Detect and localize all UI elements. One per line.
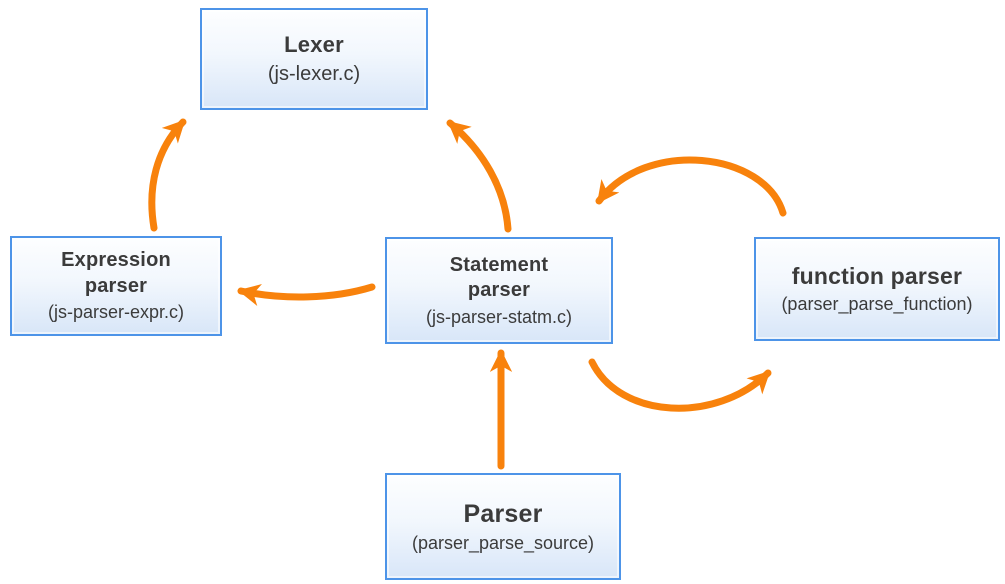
node-expression-parser-subtitle: (js-parser-expr.c) [47, 302, 185, 323]
node-function-parser-title: function parser [791, 263, 963, 290]
edge-function-parser-to-statement-parser [595, 156, 787, 217]
node-parser-subtitle: (parser_parse_source) [411, 533, 595, 554]
edge-statement-parser-to-lexer [446, 119, 512, 233]
node-lexer: Lexer (js-lexer.c) [200, 8, 428, 110]
node-expression-parser: Expression parser (js-parser-expr.c) [10, 236, 222, 336]
node-expression-parser-title: Expression parser [61, 249, 171, 297]
node-parser: Parser (parser_parse_source) [385, 473, 621, 580]
edge-statement-parser-to-function-parser [588, 358, 772, 412]
node-statement-parser: Statement parser (js-parser-statm.c) [385, 237, 613, 344]
edge-statement-parser-to-expression-parser [237, 283, 376, 306]
node-parser-title: Parser [463, 500, 543, 529]
node-lexer-title: Lexer [284, 32, 344, 58]
node-statement-parser-subtitle: (js-parser-statm.c) [425, 306, 572, 327]
node-function-parser: function parser (parser_parse_function) [754, 237, 1000, 341]
node-function-parser-subtitle: (parser_parse_function) [781, 294, 973, 315]
node-lexer-subtitle: (js-lexer.c) [267, 62, 361, 85]
edge-expression-parser-to-lexer [148, 118, 187, 232]
node-statement-parser-title: Statement parser [449, 253, 549, 302]
